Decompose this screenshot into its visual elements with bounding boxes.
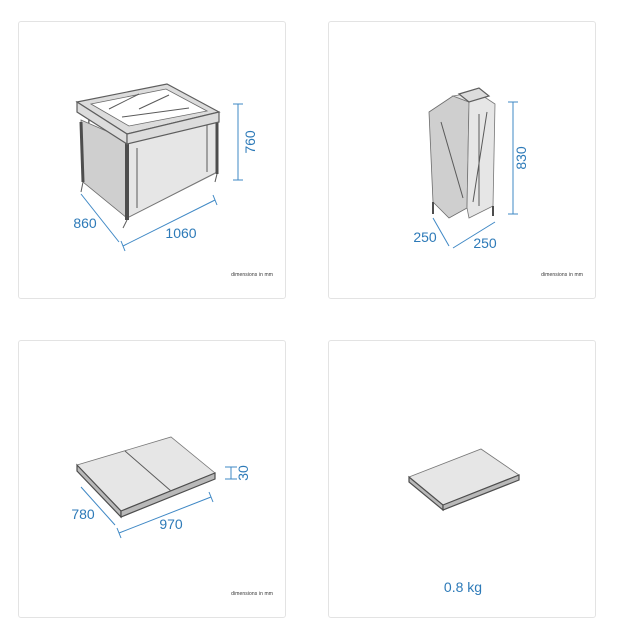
dimensions-note: dimensions in mm <box>231 272 273 278</box>
folded-width-dimension: 250 <box>452 221 497 251</box>
folded-strut <box>440 121 464 199</box>
playpen-foot <box>214 173 218 183</box>
playpen-foot <box>80 181 84 193</box>
width-label: 1060 <box>165 225 196 241</box>
playpen-open-card: 760 860 1060 dimensions in mm <box>18 21 286 299</box>
mattress-depth-label: 780 <box>71 506 95 522</box>
mattress-top <box>76 436 216 512</box>
playpen-top-strut <box>138 94 170 110</box>
playpen-foot <box>122 219 128 229</box>
playpen-top-strut <box>108 93 140 110</box>
mattress-thickness-label: 30 <box>235 465 251 481</box>
dimensions-note: dimensions in mm <box>541 272 583 278</box>
mattress-width-label: 970 <box>159 516 183 532</box>
folded-depth-label: 250 <box>413 229 437 245</box>
height-dimension: 760 <box>233 103 258 181</box>
weight-label: 0.8 kg <box>443 579 483 595</box>
mattress-width-dimension: 970 <box>116 491 214 539</box>
mattress-fold-line <box>124 450 172 492</box>
mattress-open-card: 30 780 970 dimensions in mm <box>18 340 286 618</box>
playpen-folded-card: 830 250 250 dimensions in mm <box>328 21 596 299</box>
folded-height-dimension: 830 <box>508 101 529 215</box>
playpen-top-strut <box>121 107 190 118</box>
playpen-open-illustration: 760 860 1060 <box>73 83 258 252</box>
playpen-leg <box>79 121 85 183</box>
mattress-thickness-dimension: 30 <box>225 465 251 481</box>
playpen-folded-illustration: 830 250 250 <box>413 87 529 251</box>
mattress-open-illustration: 30 780 970 <box>71 436 251 539</box>
folded-width-label: 250 <box>473 235 497 251</box>
folded-top <box>457 87 491 103</box>
folded-depth-dimension: 250 <box>413 217 450 247</box>
playpen-top-rail-front <box>126 111 220 145</box>
depth-dimension: 860 <box>73 193 120 243</box>
folded-height-label: 830 <box>513 146 529 170</box>
folded-strut <box>472 111 488 203</box>
folded-frame-left <box>428 95 470 219</box>
mattress-side-front <box>120 472 216 518</box>
mattress-folded-illustration <box>408 448 520 512</box>
depth-label: 860 <box>73 215 97 231</box>
mattress-folded-card: 0.8 kg <box>328 340 596 618</box>
height-label: 760 <box>242 130 258 154</box>
width-dimension: 1060 <box>120 194 218 252</box>
folded-mattress-side-front <box>442 474 520 511</box>
playpen-opening <box>89 88 209 127</box>
dimensions-note: dimensions in mm <box>231 591 273 597</box>
mattress-depth-dimension: 780 <box>71 486 116 526</box>
